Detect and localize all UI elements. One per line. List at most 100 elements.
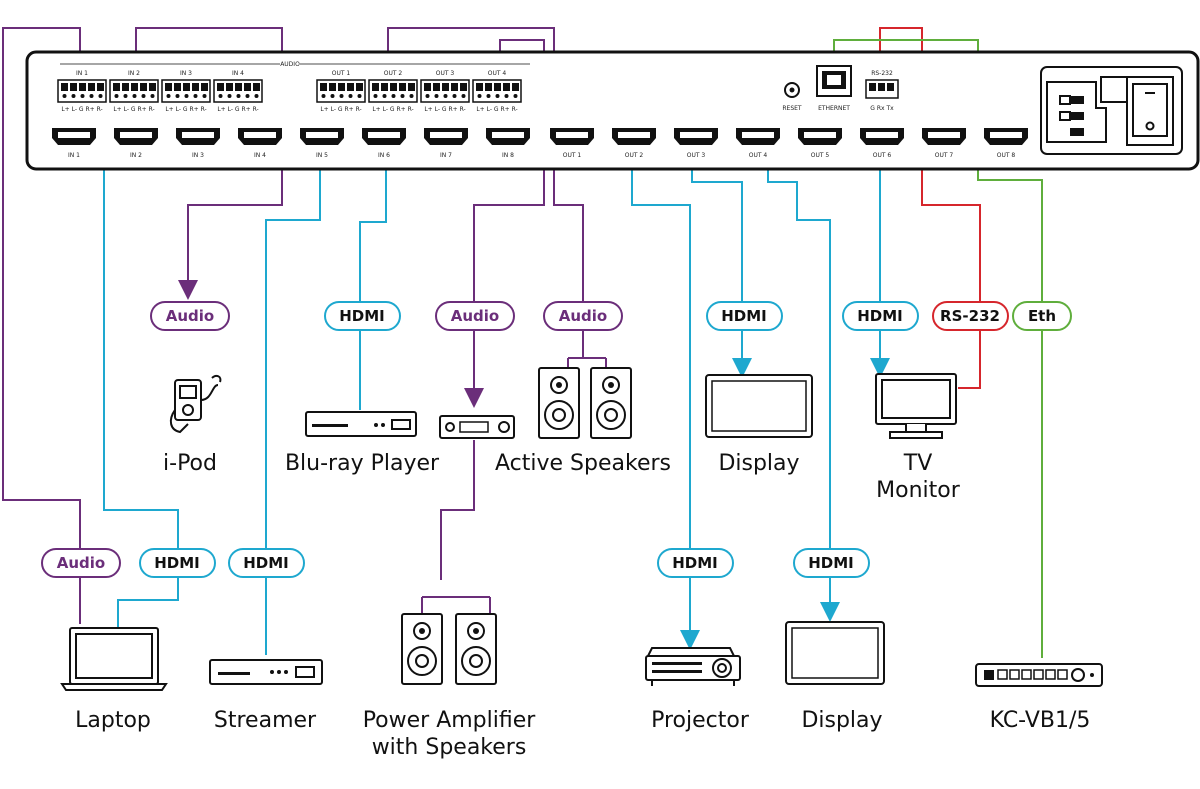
hdmi-out-ports: OUT 1 OUT 2 OUT 3 OUT 4 OUT 5 OUT 6 OUT …	[550, 128, 1028, 159]
rs232-label: RS-232	[932, 301, 1009, 331]
audio-label-power-amp: Audio	[435, 301, 515, 331]
hdmi-out-port-5[interactable]: OUT 5	[798, 128, 842, 159]
svg-text:OUT 1: OUT 1	[563, 152, 582, 159]
svg-text:OUT 1: OUT 1	[332, 70, 351, 77]
ethernet-port[interactable]: ETHERNET	[816, 65, 852, 112]
power-inlet-and-switch[interactable]	[1040, 66, 1183, 155]
svg-text:HDMI: HDMI	[339, 307, 385, 325]
hdmi-cable-display-bottom	[767, 158, 840, 622]
hdmi-in-port-1[interactable]: IN 1	[52, 128, 96, 159]
svg-text:HDMI: HDMI	[857, 307, 903, 325]
reset-button[interactable]: RESET	[782, 82, 802, 112]
svg-text:RS-232: RS-232	[940, 307, 1000, 325]
hdmi-out-port-1[interactable]: OUT 1	[550, 128, 594, 159]
svg-text:OUT 2: OUT 2	[625, 152, 644, 159]
hdmi-label-tv: HDMI	[842, 301, 919, 331]
eth-label: Eth	[1012, 301, 1072, 331]
hdmi-in-port-4[interactable]: IN 4	[238, 128, 282, 159]
hdmi-in-port-8[interactable]: IN 8	[486, 128, 530, 159]
laptop-icon	[60, 627, 168, 691]
tv-monitor-icon	[875, 373, 957, 439]
device-label-display-bottom: Display	[801, 708, 882, 733]
svg-text:L+ L- G R+ R-: L+ L- G R+ R-	[113, 106, 154, 113]
hdmi-out-port-6[interactable]: OUT 6	[860, 128, 904, 159]
audio-in-port-2[interactable]: IN 2 L+ L- G R+ R-	[109, 70, 159, 113]
svg-text:OUT 7: OUT 7	[935, 152, 954, 159]
svg-text:L+ L- G R+ R-: L+ L- G R+ R-	[320, 106, 361, 113]
device-label-tv-line1: TV	[903, 451, 933, 476]
audio-in-port-4[interactable]: IN 4 L+ L- G R+ R-	[213, 70, 263, 113]
svg-text:ETHERNET: ETHERNET	[818, 105, 850, 112]
hdmi-out-port-4[interactable]: OUT 4	[736, 128, 780, 159]
audio-in-port-3[interactable]: IN 3 L+ L- G R+ R-	[161, 70, 211, 113]
hdmi-label-streamer: HDMI	[228, 548, 305, 578]
svg-text:OUT 2: OUT 2	[384, 70, 403, 77]
hdmi-in-port-3[interactable]: IN 3	[176, 128, 220, 159]
audio-out-port-4[interactable]: OUT 4 L+ L- G R+ R-	[472, 70, 522, 113]
hdmi-in-port-5[interactable]: IN 5	[300, 128, 344, 159]
audio-in-ports: IN 1 L+ L- G R+ R- IN 2 L+ L- G R+ R- IN…	[57, 70, 263, 113]
hdmi-label-projector: HDMI	[657, 548, 734, 578]
svg-text:OUT 5: OUT 5	[811, 152, 830, 159]
audio-cable-power-amp-out	[440, 440, 475, 580]
svg-text:OUT 4: OUT 4	[488, 70, 507, 77]
hdmi-out-port-2[interactable]: OUT 2	[612, 128, 656, 159]
rs232-cable	[879, 27, 981, 389]
hdmi-in-port-6[interactable]: IN 6	[362, 128, 406, 159]
device-label-projector: Projector	[651, 708, 750, 733]
svg-text:Eth: Eth	[1028, 307, 1056, 325]
kc-vb-controller-icon	[975, 663, 1103, 687]
svg-text:IN 4: IN 4	[254, 152, 266, 159]
svg-text:RS-232: RS-232	[871, 70, 893, 77]
svg-text:L+ L- G R+ R-: L+ L- G R+ R-	[217, 106, 258, 113]
device-label-power-amp-line1: Power Amplifier	[363, 708, 537, 733]
svg-text:IN 1: IN 1	[68, 152, 80, 159]
audio-label-active-speakers: Audio	[543, 301, 623, 331]
svg-text:L+ L- G R+ R-: L+ L- G R+ R-	[424, 106, 465, 113]
svg-text:IN 8: IN 8	[502, 152, 514, 159]
audio-out-port-3[interactable]: OUT 3 L+ L- G R+ R-	[420, 70, 470, 113]
svg-text:IN 3: IN 3	[192, 152, 204, 159]
svg-text:HDMI: HDMI	[243, 554, 289, 572]
hdmi-out-port-8[interactable]: OUT 8	[984, 128, 1028, 159]
hdmi-in-port-2[interactable]: IN 2	[114, 128, 158, 159]
audio-label-ipod: Audio	[150, 301, 230, 331]
svg-text:Audio: Audio	[451, 307, 499, 325]
device-label-streamer: Streamer	[214, 708, 317, 733]
display-bottom-icon	[785, 621, 885, 685]
hdmi-cable-streamer	[265, 158, 321, 655]
svg-text:IN 6: IN 6	[378, 152, 390, 159]
rs232-port[interactable]: RS-232 G Rx Tx	[865, 70, 899, 112]
hdmi-cable-bluray	[359, 158, 387, 410]
device-label-tv-line2: Monitor	[876, 478, 961, 503]
svg-text:OUT 4: OUT 4	[749, 152, 768, 159]
hdmi-label-display-bottom: HDMI	[793, 548, 870, 578]
hdmi-in-port-7[interactable]: IN 7	[424, 128, 468, 159]
svg-text:HDMI: HDMI	[808, 554, 854, 572]
device-label-display-top: Display	[718, 451, 799, 476]
device-label-laptop: Laptop	[75, 708, 151, 733]
svg-text:L+ L- G R+ R-: L+ L- G R+ R-	[476, 106, 517, 113]
svg-text:IN 4: IN 4	[232, 70, 244, 77]
svg-text:IN 1: IN 1	[76, 70, 88, 77]
svg-text:IN 7: IN 7	[440, 152, 452, 159]
audio-out-port-1[interactable]: OUT 1 L+ L- G R+ R-	[316, 70, 366, 113]
svg-text:L+ L- G R+ R-: L+ L- G R+ R-	[372, 106, 413, 113]
svg-text:L+ L- G R+ R-: L+ L- G R+ R-	[165, 106, 206, 113]
hdmi-out-port-7[interactable]: OUT 7	[922, 128, 966, 159]
svg-text:Audio: Audio	[559, 307, 607, 325]
hdmi-out-port-3[interactable]: OUT 3	[674, 128, 718, 159]
svg-text:HDMI: HDMI	[721, 307, 767, 325]
svg-text:HDMI: HDMI	[672, 554, 718, 572]
active-speakers-icon	[538, 367, 632, 439]
audio-in-port-1[interactable]: IN 1 L+ L- G R+ R-	[57, 70, 107, 113]
svg-text:HDMI: HDMI	[154, 554, 200, 572]
svg-text:G Rx Tx: G Rx Tx	[870, 105, 894, 112]
device-label-kc-vb: KC-VB1/5	[990, 708, 1091, 733]
hdmi-in-ports: IN 1 IN 2 IN 3 IN 4 IN 5 IN 6 IN 7 IN 8	[52, 128, 530, 159]
power-amplifier-icon	[439, 415, 515, 439]
audio-label-laptop: Audio	[41, 548, 121, 578]
projector-icon	[645, 647, 741, 686]
audio-out-port-2[interactable]: OUT 2 L+ L- G R+ R-	[368, 70, 418, 113]
